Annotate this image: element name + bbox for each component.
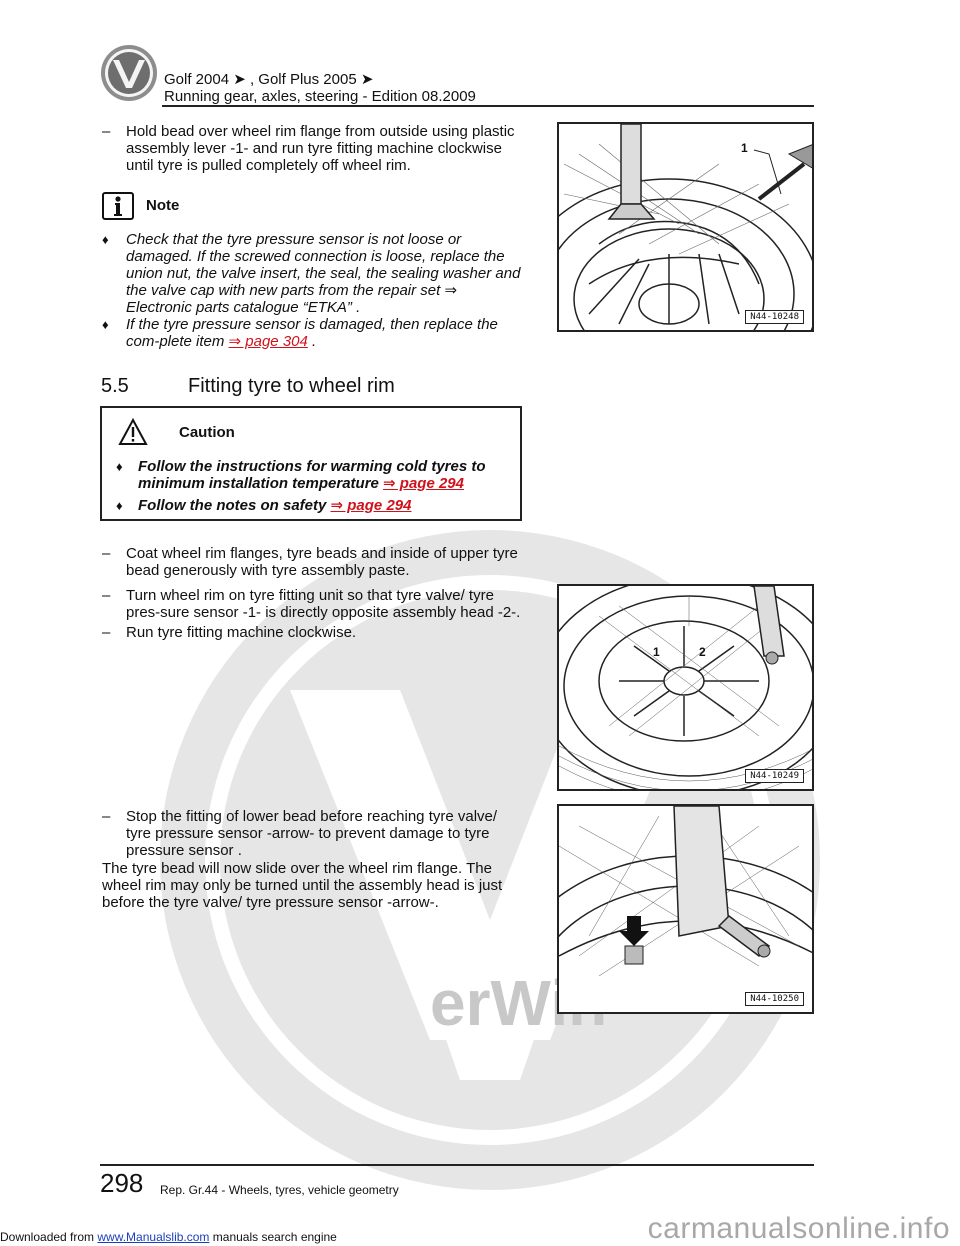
footer-divider xyxy=(100,1164,814,1166)
tyre-fitting-illustration: 1 2 xyxy=(559,586,812,789)
info-icon xyxy=(102,192,134,220)
step-run-machine: – Run tyre fitting machine clockwise. xyxy=(102,624,526,641)
caution-bullet-safety: ♦ Follow the notes on safety ⇒ page 294 xyxy=(116,497,412,514)
warning-icon xyxy=(118,418,148,445)
note-bullet-sensor-damaged: ♦ If the tyre pressure sensor is damaged… xyxy=(102,316,498,350)
callout-1: 1 xyxy=(653,645,660,659)
step-coat-paste: – Coat wheel rim flanges, tyre beads and… xyxy=(102,545,526,579)
vw-logo xyxy=(101,45,157,101)
step-text: Run tyre fitting machine clockwise. xyxy=(126,624,357,641)
figure-code: N44-10250 xyxy=(745,992,804,1006)
step-turn-rim: – Turn wheel rim on tyre fitting unit so… xyxy=(102,587,526,621)
figure-code: N44-10249 xyxy=(745,769,804,783)
caution-bullet-text: Follow the notes on safety xyxy=(138,497,331,514)
tyre-bead-illustration xyxy=(559,806,812,977)
section-title: Fitting tyre to wheel rim xyxy=(188,375,395,397)
figure-n44-10248: 1 N44-10248 xyxy=(557,122,814,332)
download-suffix: manuals search engine xyxy=(209,1230,337,1244)
footer-chapter: Rep. Gr.44 - Wheels, tyres, vehicle geom… xyxy=(160,1183,399,1197)
note-label: Note xyxy=(146,197,180,214)
caution-box: Caution ♦ Follow the instructions for wa… xyxy=(100,406,522,521)
figure-n44-10249: 1 2 N44-10249 xyxy=(557,584,814,791)
paragraph-bead-slide: The tyre bead will now slide over the wh… xyxy=(102,860,503,911)
step-hold-bead: – Hold bead over wheel rim flange from o… xyxy=(102,123,526,174)
caution-label: Caution xyxy=(179,424,235,441)
note-bullet-text: Check that the tyre pressure sensor is n… xyxy=(126,231,521,316)
figure-code: N44-10248 xyxy=(745,310,804,324)
header-title: Golf 2004 ➤ , Golf Plus 2005 ➤ xyxy=(164,71,374,88)
tyre-removal-illustration: 1 xyxy=(559,124,812,330)
caution-bullet-text: Follow the instructions for warming cold… xyxy=(138,458,486,492)
download-prefix: Downloaded from xyxy=(0,1230,98,1244)
callout-2: 2 xyxy=(699,645,706,659)
page-number: 298 xyxy=(100,1168,144,1198)
carmanualsonline-watermark: carmanualsonline.info xyxy=(647,1212,950,1245)
page-294-safety-link[interactable]: ⇒ page 294 xyxy=(330,497,412,514)
note-bullet-sensor-check: ♦ Check that the tyre pressure sensor is… xyxy=(102,231,526,316)
figure-n44-10250: N44-10250 xyxy=(557,804,814,1014)
section-number: 5.5 xyxy=(101,375,129,397)
callout-1: 1 xyxy=(741,141,748,155)
step-stop-fitting: – Stop the fitting of lower bead before … xyxy=(102,808,526,859)
step-text: Coat wheel rim flanges, tyre beads and i… xyxy=(126,545,518,579)
caution-bullet-warming: ♦ Follow the instructions for warming co… xyxy=(116,458,486,492)
step-text: Stop the fitting of lower bead before re… xyxy=(126,808,498,859)
note-bullet-text: If the tyre pressure sensor is damaged, … xyxy=(126,316,498,350)
note-bullet-tail: . xyxy=(307,333,317,350)
header-subtitle: Running gear, axles, steering - Edition … xyxy=(164,88,476,105)
page-294-link[interactable]: ⇒ page 294 xyxy=(383,475,464,492)
manualslib-link[interactable]: www.Manualslib.com xyxy=(97,1230,210,1244)
download-bar: Downloaded from www.Manualslib.com manua… xyxy=(0,1230,337,1244)
step-text: Turn wheel rim on tyre fitting unit so t… xyxy=(126,587,521,621)
step-text: Hold bead over wheel rim flange from out… xyxy=(126,123,515,174)
page-304-link[interactable]: ⇒ page 304 xyxy=(228,333,308,350)
header-divider xyxy=(162,105,814,107)
